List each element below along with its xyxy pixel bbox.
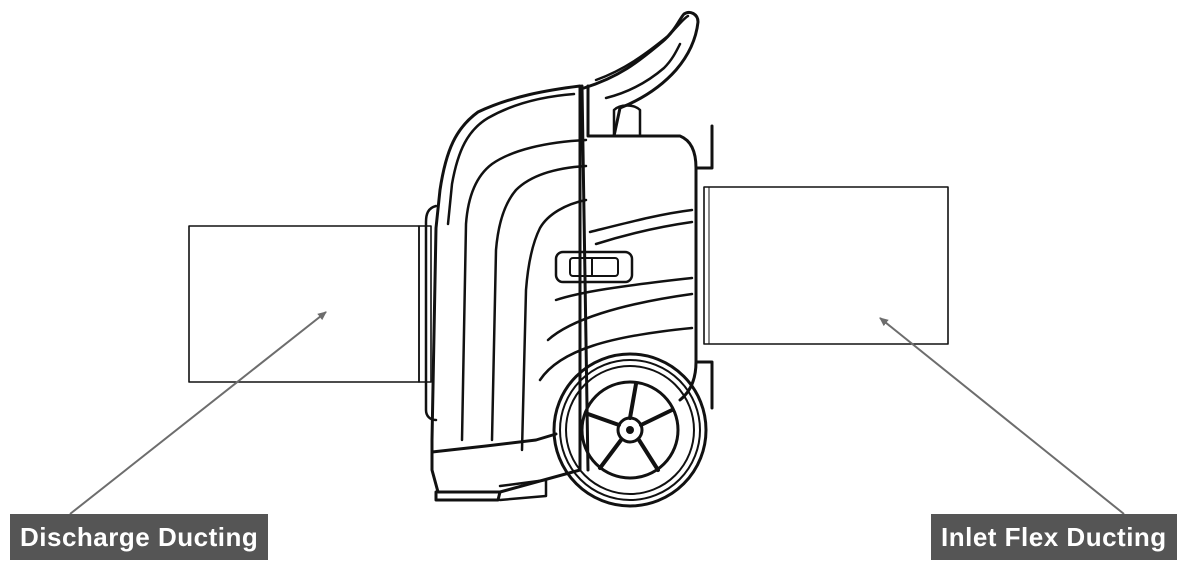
discharge-ducting-label: Discharge Ducting <box>10 514 269 560</box>
discharge-duct <box>188 225 432 383</box>
carry-handle-icon <box>582 10 700 138</box>
inlet-flex-ducting-label: Inlet Flex Ducting <box>931 514 1177 560</box>
inlet-flex-duct <box>694 124 949 410</box>
dehumidifier-side-view-icon <box>424 10 708 508</box>
wheel-icon <box>552 352 708 508</box>
inlet-arrow <box>879 317 1125 515</box>
discharge-arrow <box>69 311 327 515</box>
